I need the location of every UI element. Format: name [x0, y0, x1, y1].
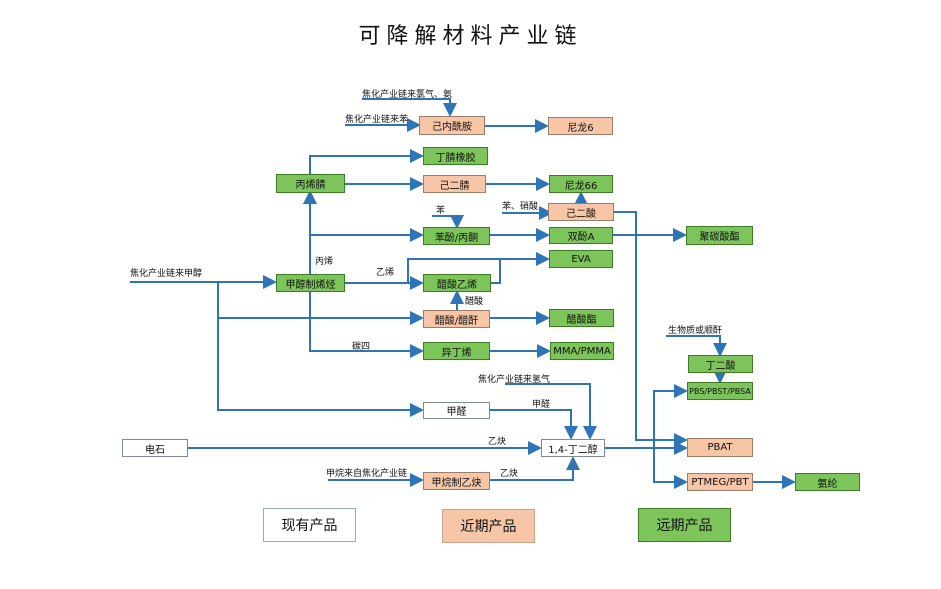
box-acrylonitrile: 丙烯腈: [276, 174, 345, 193]
box-mto: 甲醇制烯烃: [276, 274, 345, 292]
label-acetylene-2: 乙炔: [500, 469, 519, 479]
label-acetic-acid: 醋酸: [465, 297, 484, 307]
box-isobutylene: 异丁烯: [423, 342, 490, 360]
box-adiponitrile: 己二腈: [423, 175, 486, 193]
box-nylon66: 尼龙66: [549, 175, 613, 193]
label-c4: 碳四: [352, 342, 371, 352]
box-adipic-acid: 己二酸: [548, 203, 614, 221]
box-eva: EVA: [549, 250, 613, 268]
box-calcium-carbide: 电石: [122, 439, 188, 457]
box-ptmeg: PTMEG/PBT: [687, 473, 753, 491]
box-bdo: 1,4-丁二醇: [541, 439, 605, 457]
label-formaldehyde: 甲醛: [532, 400, 551, 410]
legend-long-term: 远期产品: [638, 508, 731, 542]
label-coke-benzene: 焦化产业链来苯: [345, 115, 409, 125]
box-vinyl-acetate: 醋酸乙烯: [423, 274, 491, 292]
box-nitrile-rubber: 丁腈橡胶: [423, 147, 488, 165]
label-propylene: 丙烯: [315, 257, 334, 267]
box-methane-acetylene: 甲烷制乙炔: [423, 472, 490, 490]
box-caprolactam: 己内酰胺: [419, 116, 485, 135]
box-mma: MMA/PMMA: [550, 342, 614, 360]
legend-existing: 现有产品: [263, 508, 356, 542]
box-polycarbonate: 聚碳酸酯: [686, 226, 753, 245]
label-coke-methanol: 焦化产业链来甲醇: [130, 269, 203, 279]
box-succinic-acid: 丁二酸: [688, 355, 753, 373]
box-acetic-anhydride: 醋酸/醋酐: [423, 310, 490, 328]
label-coke-hydrogen: 焦化产业链来氢气: [478, 375, 551, 385]
box-formaldehyde: 甲醛: [423, 402, 490, 419]
legend-near-term: 近期产品: [442, 509, 535, 543]
box-pbs: PBS/PBST/PBSA: [687, 382, 753, 400]
box-phenol-acetone: 苯酚/丙酮: [423, 227, 490, 245]
label-methane-coke: 甲烷来自焦化产业链: [326, 469, 408, 479]
label-coke-chlorine-ammonia: 焦化产业链来氯气、氨: [362, 90, 453, 100]
label-benzene: 苯: [436, 206, 446, 216]
label-biomass: 生物质或顺酐: [668, 326, 723, 336]
label-acetylene-1: 乙炔: [488, 437, 507, 447]
box-spandex: 氨纶: [795, 473, 860, 491]
label-benzene-nitric: 苯、硝酸: [502, 202, 539, 212]
box-pbat: PBAT: [687, 438, 753, 457]
box-bisphenol-a: 双酚A: [549, 227, 613, 244]
page-title: 可降解材料产业链: [358, 24, 583, 49]
box-nylon6: 尼龙6: [548, 117, 613, 135]
box-acetate-ester: 醋酸酯: [549, 309, 614, 327]
label-ethylene: 乙烯: [376, 268, 395, 278]
